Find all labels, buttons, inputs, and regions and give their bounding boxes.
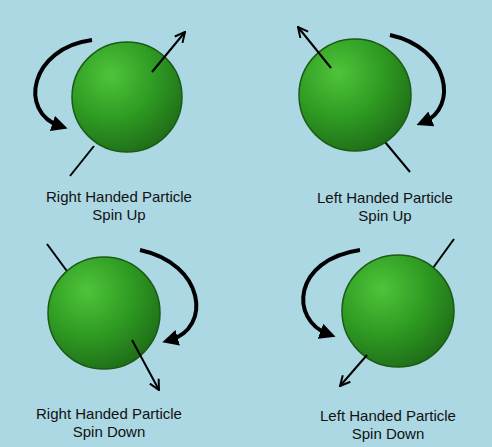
spin-arrow <box>152 32 185 72</box>
particle-bl <box>47 244 196 390</box>
caption-label: Right Handed Particle Spin Down <box>24 405 194 441</box>
axis-line <box>385 142 410 172</box>
particle-br <box>303 239 454 386</box>
particle-sphere <box>342 255 454 367</box>
caption-label: Left Handed Particle Spin Up <box>300 189 470 225</box>
particle-tr <box>298 27 444 172</box>
axis-line <box>70 146 94 176</box>
particle-sphere <box>48 257 160 369</box>
particle-sphere <box>72 42 182 152</box>
particle-tl <box>35 32 185 176</box>
spin-arrow <box>340 355 367 386</box>
caption-label: Left Handed Particle Spin Down <box>303 407 473 443</box>
caption-label: Right Handed Particle Spin Up <box>34 188 204 224</box>
spin-arrow <box>298 27 331 68</box>
spin-arrow <box>132 340 159 390</box>
particle-sphere <box>299 39 411 151</box>
